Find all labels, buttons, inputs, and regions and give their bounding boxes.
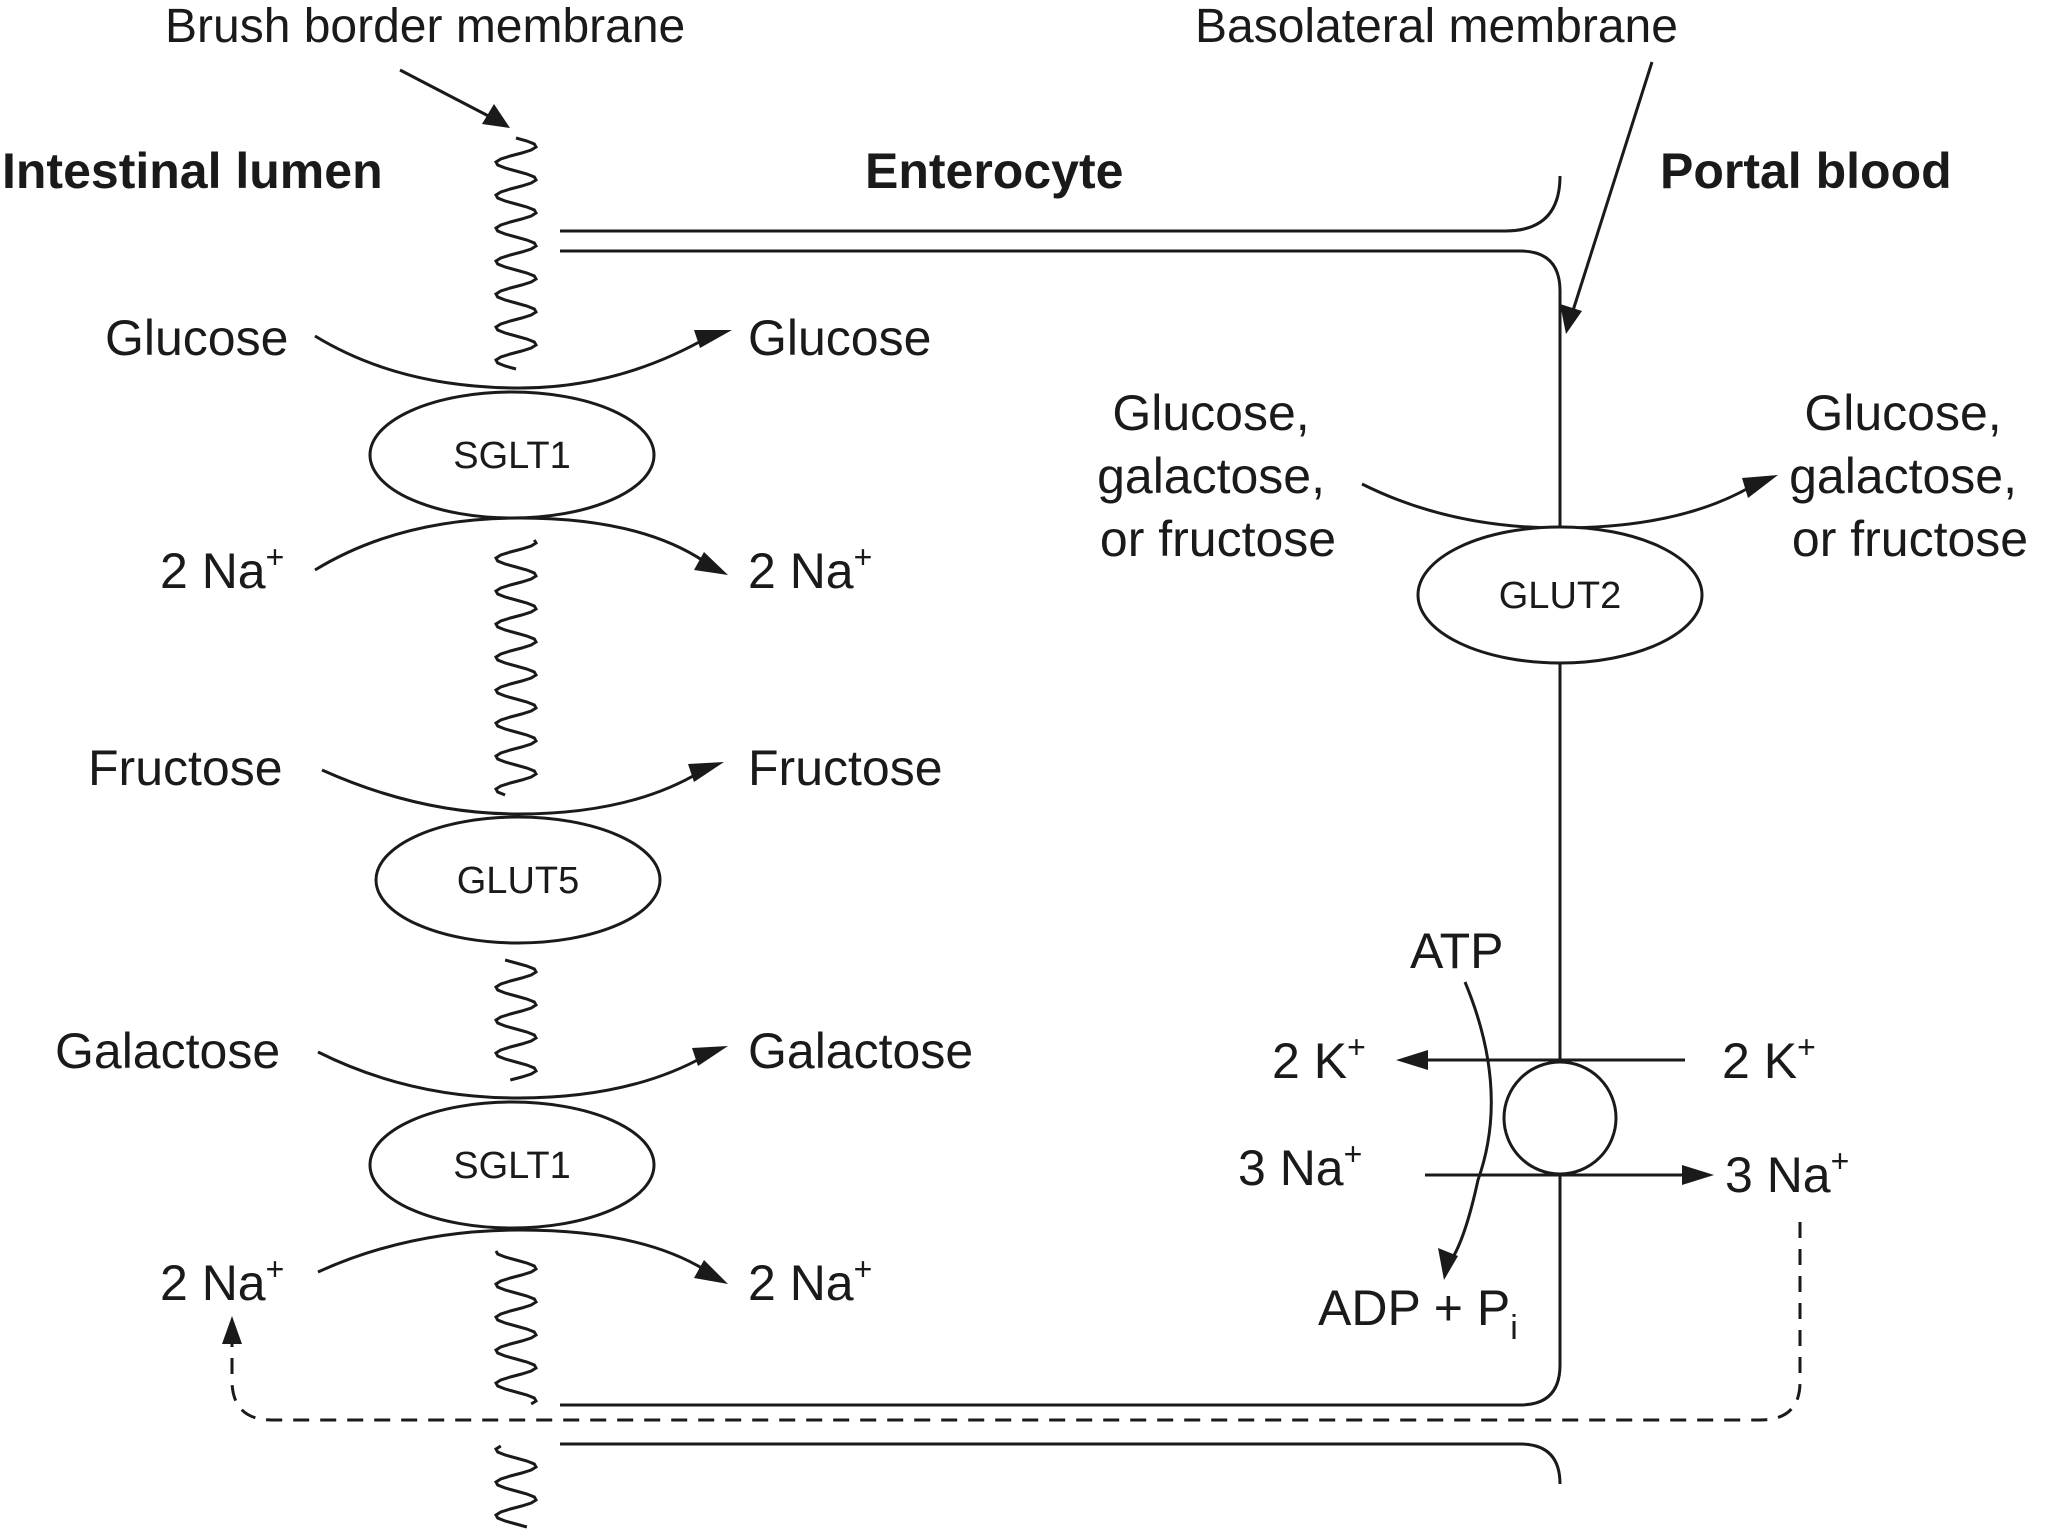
basolateral-pointer-arrow (1568, 61, 1654, 321)
sodium-cell-label-1: 2 Na+ (748, 539, 872, 599)
galactose-flux-arrowhead (692, 1046, 728, 1066)
enterocyte-top-outline (560, 175, 1562, 233)
sodium-pump-cell-label: 3 Na+ (1238, 1136, 1362, 1196)
fructose-lumen-label: Fructose (88, 740, 283, 796)
brush-border-pointer-arrow (399, 68, 501, 124)
enterocyte-label: Enterocyte (865, 143, 1123, 199)
glut5-label: GLUT5 (457, 860, 579, 902)
atp-label: ATP (1410, 923, 1504, 979)
atp-hydrolysis-arrowhead (1438, 1248, 1458, 1280)
sodium-recycling-arrowhead (222, 1316, 242, 1344)
brush-border-membrane-squiggle (493, 136, 539, 1529)
sodium-lumen-label-1: 2 Na+ (160, 539, 284, 599)
atp-hydrolysis-arrow (1448, 981, 1493, 1263)
basolateral-pointer-arrowhead (1560, 304, 1582, 334)
adp-label: ADP + Pi (1318, 1280, 1518, 1347)
galactose-cell-label: Galactose (748, 1023, 973, 1079)
hexose-flux-arrow (1361, 482, 1753, 530)
fructose-flux-arrowhead (688, 762, 724, 782)
sodium-flux-arrowhead-1 (694, 552, 728, 575)
hexose-flux-arrowhead (1742, 475, 1778, 498)
brush-border-pointer-arrowhead (482, 104, 510, 128)
glucose-cell-label: Glucose (748, 310, 931, 366)
fructose-cell-label: Fructose (748, 740, 943, 796)
sodium-cell-label-2: 2 Na+ (748, 1251, 872, 1311)
sodium-lumen-label-2: 2 Na+ (160, 1251, 284, 1311)
glucose-lumen-label: Glucose (105, 310, 288, 366)
enterocyte-body-outline (560, 249, 1562, 1407)
portal-blood-label: Portal blood (1660, 143, 1952, 199)
sodium-flux-arrow-2 (317, 1228, 706, 1274)
sodium-potassium-pump (1502, 1060, 1618, 1176)
galactose-flux-arrow (317, 1050, 706, 1100)
sodium-flux-arrow-1 (314, 516, 706, 572)
glut5-transporter (374, 815, 662, 945)
potassium-influx-arrowhead (1396, 1050, 1428, 1070)
potassium-blood-label: 2 K+ (1722, 1029, 1816, 1089)
glucose-flux-arrow (314, 334, 711, 390)
glucose-flux-arrowhead (694, 330, 732, 348)
sglt1-bottom-transporter (368, 1100, 656, 1230)
hexose-cell-label: Glucose, galactose, or fructose (1097, 385, 1339, 567)
neighbor-cell-outline (560, 1442, 1562, 1485)
glut2-transporter (1416, 525, 1704, 665)
glut2-label: GLUT2 (1499, 575, 1621, 617)
sodium-recycling-path (230, 1222, 1802, 1422)
sodium-flux-arrowhead-2 (694, 1260, 728, 1284)
hexose-blood-label: Glucose, galactose, or fructose (1789, 385, 2031, 567)
sodium-pump-blood-label: 3 Na+ (1725, 1143, 1849, 1203)
galactose-lumen-label: Galactose (55, 1023, 280, 1079)
fructose-flux-arrow (321, 768, 701, 816)
basolateral-membrane-label: Basolateral membrane (1195, 0, 1678, 53)
intestinal-lumen-label: Intestinal lumen (2, 143, 383, 199)
potassium-cell-label: 2 K+ (1272, 1029, 1366, 1089)
brush-border-membrane-label: Brush border membrane (165, 0, 685, 53)
sglt1-top-label: SGLT1 (453, 435, 571, 477)
sglt1-bottom-label: SGLT1 (453, 1145, 571, 1187)
sodium-efflux-arrowhead (1682, 1165, 1714, 1185)
